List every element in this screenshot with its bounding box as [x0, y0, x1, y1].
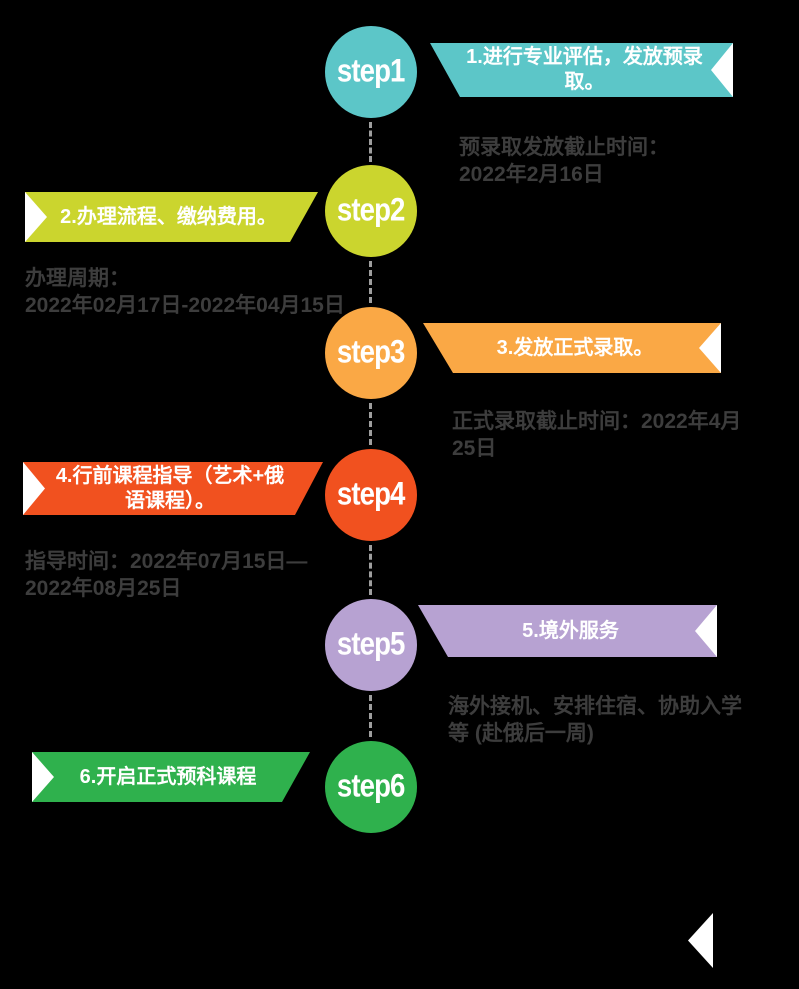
step-3-desc-line-1: 正式录取截止时间：2022年4月: [452, 410, 742, 433]
step-2-banner: 2.办理流程、缴纳费用。: [25, 192, 318, 242]
step-2-description: 办理周期： 2022年02月17日-2022年04月15日: [25, 265, 345, 319]
ribbon-shape: [23, 462, 323, 515]
step-1-desc-line-2: 2022年2月16日: [459, 163, 604, 186]
step-6-banner: 6.开启正式预科课程: [32, 752, 310, 802]
dashed-connector: [369, 122, 372, 162]
step-1-circle-label: step1: [337, 53, 405, 90]
step-5-circle-label: step5: [337, 626, 405, 663]
ribbon-shape: [32, 752, 310, 802]
step-4-banner-label: 4.行前课程指导（艺术+俄语课程）。: [55, 464, 285, 512]
step-3-desc-line-2: 25日: [452, 437, 497, 460]
step-4-circle: step4: [325, 449, 417, 541]
step-4-description: 指导时间：2022年07月15日— 2022年08月25日: [25, 548, 307, 602]
step-2-banner-label: 2.办理流程、缴纳费用。: [60, 205, 277, 228]
step-5-description: 海外接机、安排住宿、协助入学 等 (赴俄后一周): [448, 693, 742, 747]
step-1-banner-label: 1.进行专业评估，发放预录取。: [466, 46, 703, 93]
step-1-banner: 1.进行专业评估，发放预录取。: [430, 43, 733, 97]
ribbon-shape: [423, 323, 721, 373]
step-6-banner-label: 6.开启正式预科课程: [79, 765, 257, 788]
step-2-desc-line-1: 办理周期：: [25, 267, 130, 290]
step-6-circle-label: step6: [337, 768, 405, 805]
step-6-circle: step6: [325, 741, 417, 833]
step-2-circle: step2: [325, 165, 417, 257]
step-4-banner: 4.行前课程指导（艺术+俄语课程）。: [23, 462, 323, 515]
step-3-banner: 3.发放正式录取。: [423, 323, 721, 373]
step-4-desc-line-2: 2022年08月25日: [25, 577, 182, 600]
ribbon-shape: [418, 605, 717, 657]
step-4-circle-label: step4: [337, 476, 405, 513]
dashed-connector: [369, 545, 372, 595]
step-5-desc-line-1: 海外接机、安排住宿、协助入学: [448, 695, 742, 718]
ribbon-shape: [25, 192, 318, 242]
step-5-desc-line-2: 等 (赴俄后一周): [448, 722, 594, 745]
step-1-description: 预录取发放截止时间： 2022年2月16日: [459, 134, 669, 188]
step-3-description: 正式录取截止时间：2022年4月 25日: [452, 408, 741, 462]
step-5-banner: 5.境外服务: [418, 605, 717, 657]
step-3-circle: step3: [325, 307, 417, 399]
step-5-circle: step5: [325, 599, 417, 691]
step-3-banner-label: 3.发放正式录取。: [496, 336, 654, 359]
step-5-banner-label: 5.境外服务: [522, 619, 619, 642]
step-4-desc-line-1: 指导时间：2022年07月15日—: [25, 550, 308, 573]
step-2-desc-line-2: 2022年02月17日-2022年04月15日: [25, 294, 345, 317]
dashed-connector: [369, 695, 372, 737]
step-2-circle-label: step2: [337, 192, 405, 229]
step-1-desc-line-1: 预录取发放截止时间：: [459, 136, 669, 159]
dashed-connector: [369, 261, 372, 303]
step-3-circle-label: step3: [337, 334, 405, 371]
step-1-circle: step1: [325, 26, 417, 118]
ribbon-shape: [430, 43, 733, 97]
dashed-connector: [369, 403, 372, 445]
